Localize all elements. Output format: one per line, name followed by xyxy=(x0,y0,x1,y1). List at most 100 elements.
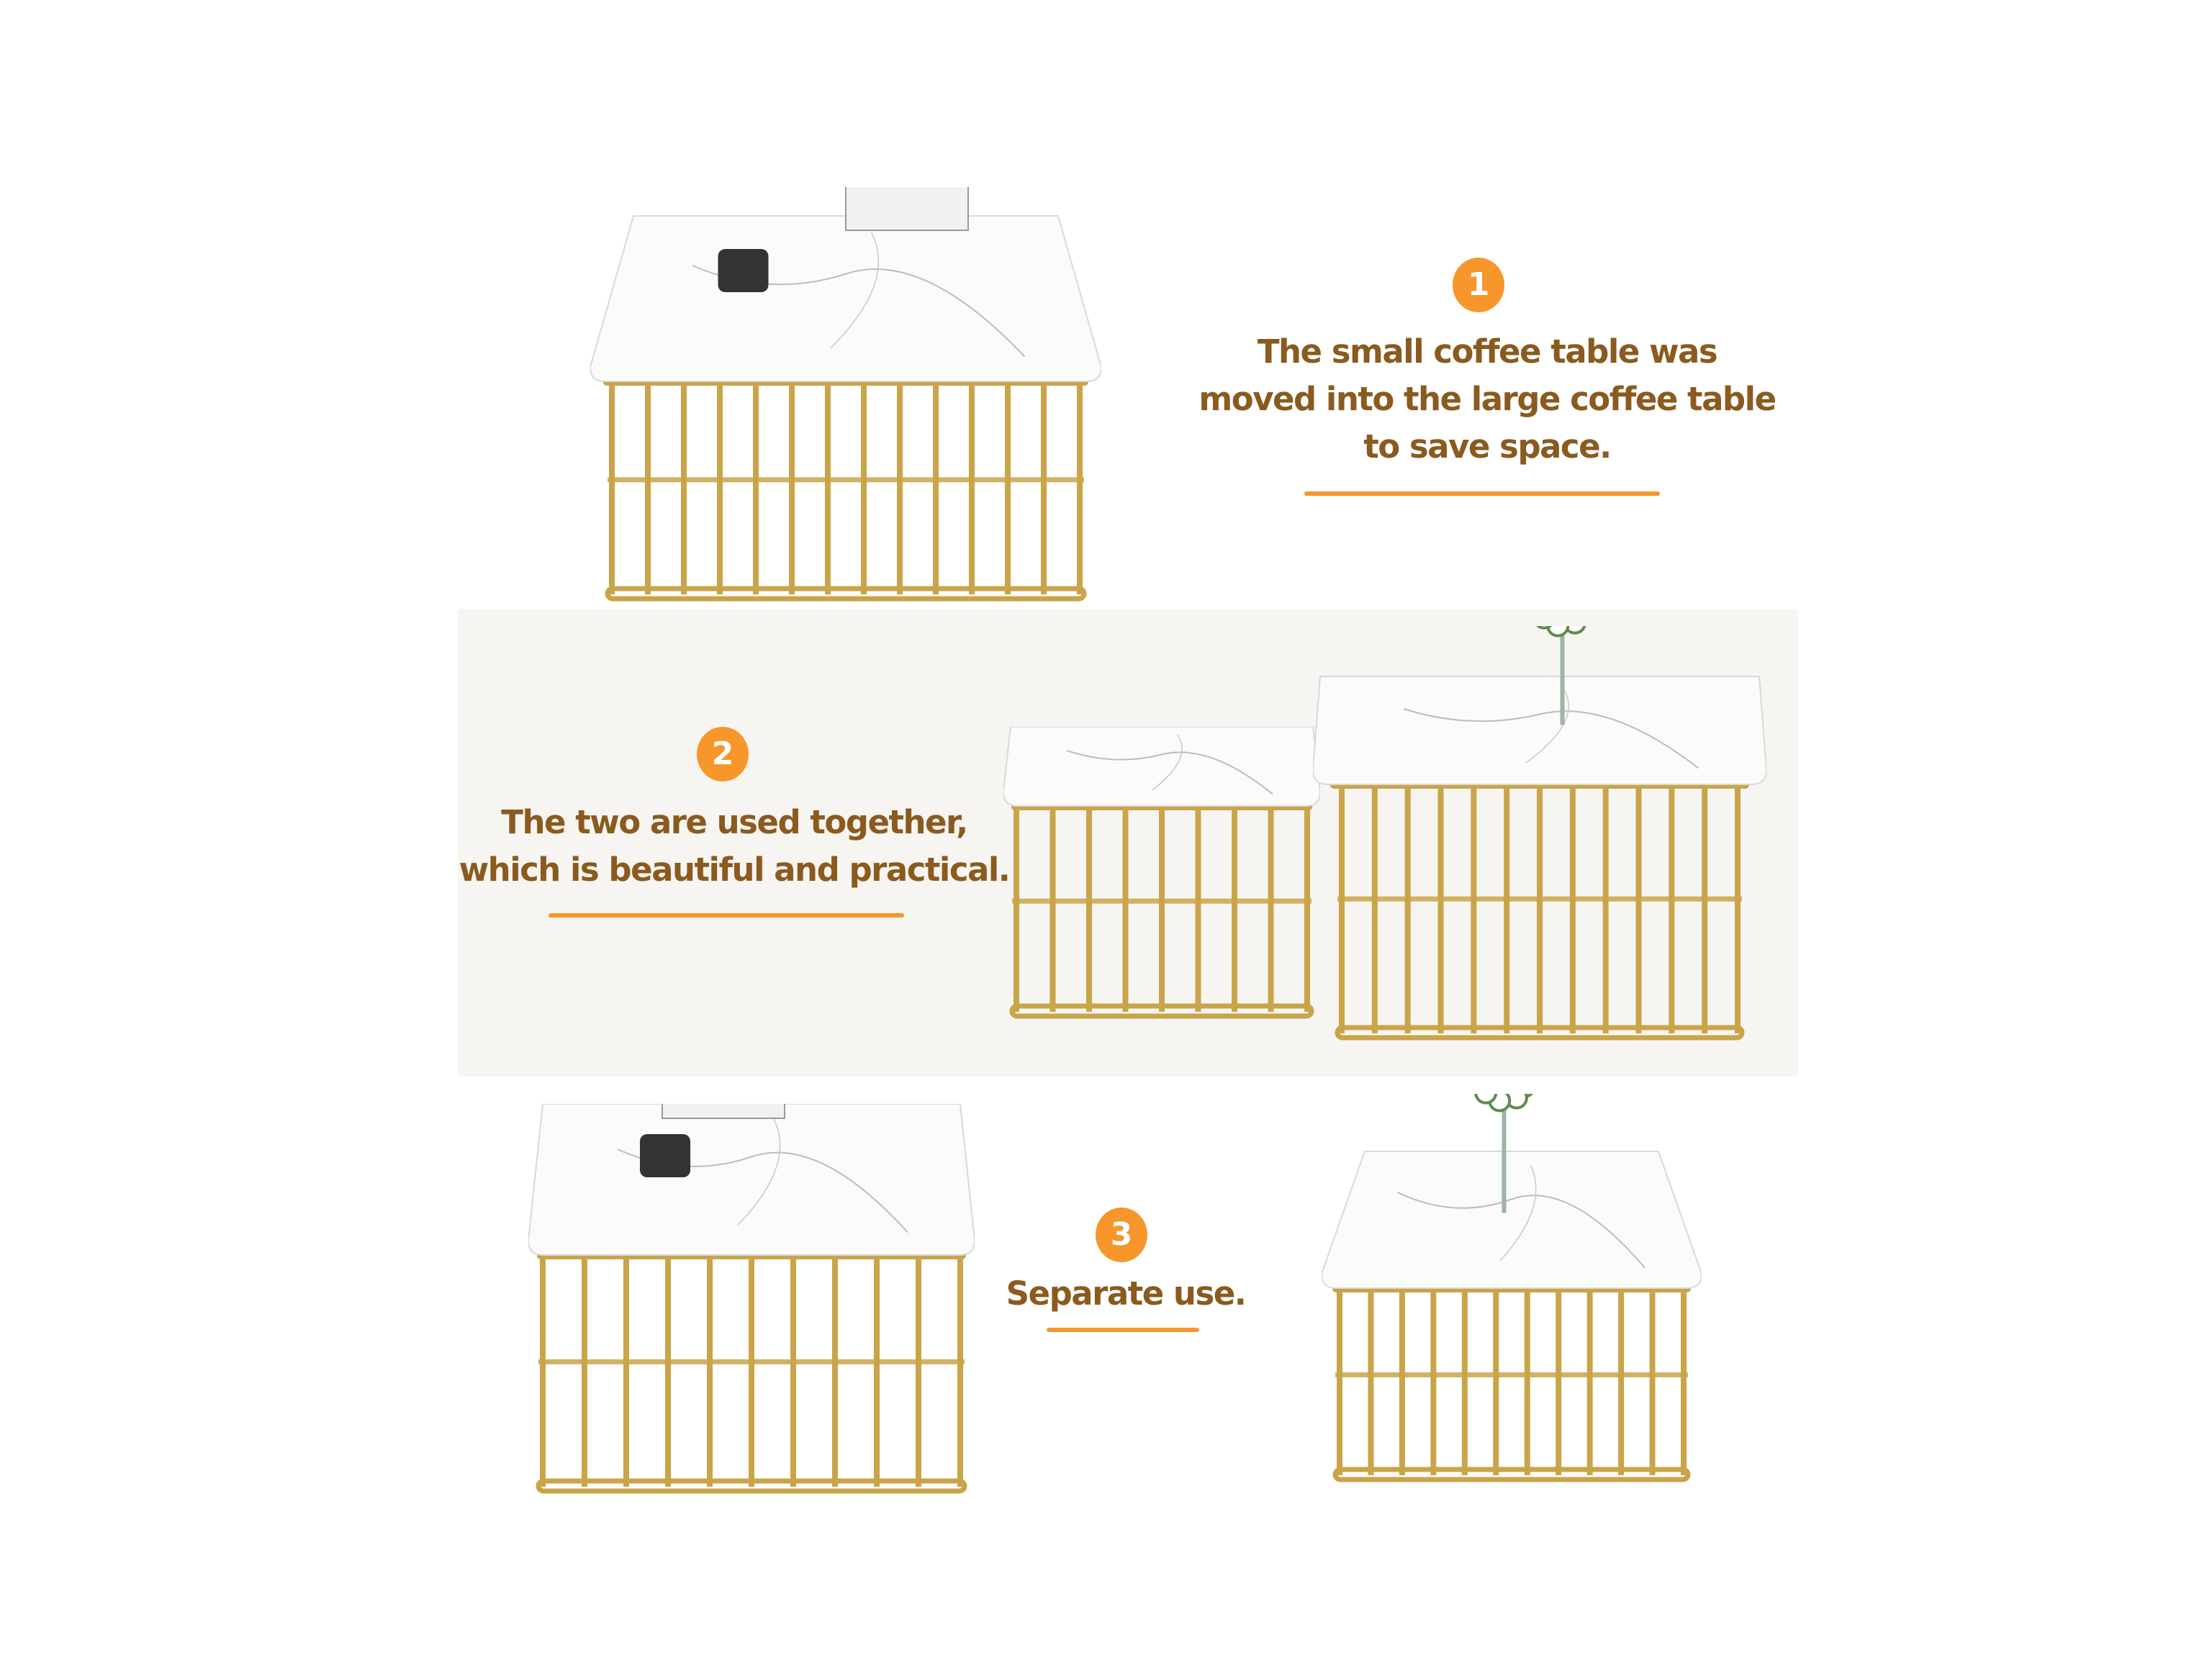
gold-leg-bar xyxy=(1014,806,1019,1012)
marble-top xyxy=(1003,727,1320,807)
cup xyxy=(718,249,769,292)
gold-frame xyxy=(605,586,1087,602)
gold-leg-bar xyxy=(1339,784,1345,1033)
cup xyxy=(640,1134,690,1177)
step-1-caption: The small coffee table was moved into th… xyxy=(1198,328,1777,471)
step-1-underline xyxy=(1304,491,1660,496)
gold-leg-bar xyxy=(1041,381,1047,594)
gold-leg-bar xyxy=(753,381,759,594)
gold-leg-bar xyxy=(609,381,615,594)
gold-leg-bar xyxy=(1556,1288,1562,1475)
gold-leg-bar xyxy=(623,1255,629,1487)
gold-leg-bar xyxy=(1537,784,1543,1033)
gold-leg-bar xyxy=(1122,806,1129,1012)
marble-vein xyxy=(1397,1192,1646,1269)
gold-frame xyxy=(538,1359,965,1364)
gold-leg-bar xyxy=(1086,806,1092,1012)
gold-leg-bar xyxy=(681,381,687,594)
caption-line: which is beautiful and practical. xyxy=(459,851,1011,889)
gold-leg-bar xyxy=(1471,784,1477,1033)
gold-leg-bar xyxy=(1337,1288,1342,1475)
gold-frame xyxy=(1335,1025,1745,1041)
marble-vein xyxy=(1152,734,1183,791)
caption-line: to save space. xyxy=(1363,427,1612,466)
step-badge-3: 3 xyxy=(1096,1208,1147,1262)
gold-frame xyxy=(1337,896,1742,902)
gold-leg-bar xyxy=(1268,806,1274,1012)
gold-leg-bar xyxy=(1371,784,1378,1033)
gold-leg-bar xyxy=(1735,784,1741,1033)
gold-leg-bar xyxy=(717,381,723,594)
caption-line: Separate use. xyxy=(1006,1274,1247,1313)
gold-leg-bar xyxy=(1399,1288,1405,1475)
gold-leg-bar xyxy=(1669,784,1675,1033)
gold-leg-bar xyxy=(790,1255,796,1487)
large-coffee-table-image xyxy=(1313,626,1766,1043)
small-coffee-table-image xyxy=(1003,727,1320,1022)
gold-frame xyxy=(608,477,1084,483)
gold-leg-bar xyxy=(1618,1288,1625,1475)
gold-leg-bar xyxy=(1602,784,1609,1033)
marble-vein xyxy=(830,232,880,349)
marble-top xyxy=(1313,676,1766,785)
gold-frame xyxy=(1012,898,1312,904)
gold-leg-bar xyxy=(1232,806,1237,1012)
gold-leg-bar xyxy=(1437,784,1444,1033)
books xyxy=(662,1104,785,1119)
step-badge-2: 2 xyxy=(697,727,749,782)
gold-frame xyxy=(536,1478,967,1494)
gold-leg-bar xyxy=(969,381,975,594)
flower xyxy=(1474,1094,1498,1105)
gold-leg-bar xyxy=(874,1255,880,1487)
gold-leg-bar xyxy=(1635,784,1642,1033)
caption-line: The two are used together, xyxy=(501,803,968,841)
nested-coffee-tables-image xyxy=(590,187,1101,604)
gold-leg-bar xyxy=(1049,806,1056,1012)
gold-leg-bar xyxy=(897,381,903,594)
gold-frame xyxy=(1335,1372,1688,1377)
gold-leg-bar xyxy=(1681,1288,1687,1475)
gold-frame xyxy=(1332,1467,1691,1482)
large-coffee-table-separate-image xyxy=(528,1104,975,1497)
marble-vein xyxy=(1066,750,1273,795)
gold-leg-bar xyxy=(1702,784,1708,1033)
step-2-caption: The two are used together, which is beau… xyxy=(459,799,1011,894)
marble-vein xyxy=(737,1118,781,1226)
gold-leg-bar xyxy=(1569,784,1576,1033)
gold-leg-bar xyxy=(540,1255,546,1487)
flower xyxy=(1563,626,1586,635)
small-coffee-table-separate-image xyxy=(1322,1094,1702,1485)
gold-leg-bar xyxy=(861,381,867,594)
gold-leg-bar xyxy=(1368,1288,1374,1475)
marble-vein xyxy=(1499,1164,1537,1261)
gold-leg-bar xyxy=(1159,806,1165,1012)
gold-leg-bar xyxy=(825,381,831,594)
gold-leg-bar xyxy=(916,1255,921,1487)
flower xyxy=(1546,626,1570,638)
step-2-underline xyxy=(549,913,904,918)
marble-top xyxy=(1322,1151,1702,1289)
gold-leg-bar xyxy=(1195,806,1201,1012)
marble-vein xyxy=(1403,708,1699,769)
gold-leg-bar xyxy=(1586,1288,1593,1475)
caption-line: moved into the large coffee table xyxy=(1198,380,1777,418)
gold-leg-bar xyxy=(1461,1288,1468,1475)
gold-leg-bar xyxy=(707,1255,713,1487)
gold-leg-bar xyxy=(957,1255,963,1487)
gold-leg-bar xyxy=(645,381,651,594)
gold-leg-bar xyxy=(789,381,795,594)
gold-leg-bar xyxy=(1649,1288,1656,1475)
gold-leg-bar xyxy=(1524,1288,1530,1475)
flower xyxy=(1535,626,1553,630)
gold-leg-bar xyxy=(832,1255,838,1487)
marble-vein xyxy=(1525,687,1569,764)
gold-leg-bar xyxy=(933,381,939,594)
gold-leg-bar xyxy=(582,1255,587,1487)
gold-leg-bar xyxy=(1077,381,1083,594)
gold-leg-bar xyxy=(749,1255,754,1487)
gold-leg-bar xyxy=(1404,784,1411,1033)
step-3-caption: Separate use. xyxy=(1006,1270,1247,1318)
gold-leg-bar xyxy=(1304,806,1310,1012)
step-badge-1: 1 xyxy=(1453,258,1504,312)
gold-leg-bar xyxy=(1005,381,1011,594)
